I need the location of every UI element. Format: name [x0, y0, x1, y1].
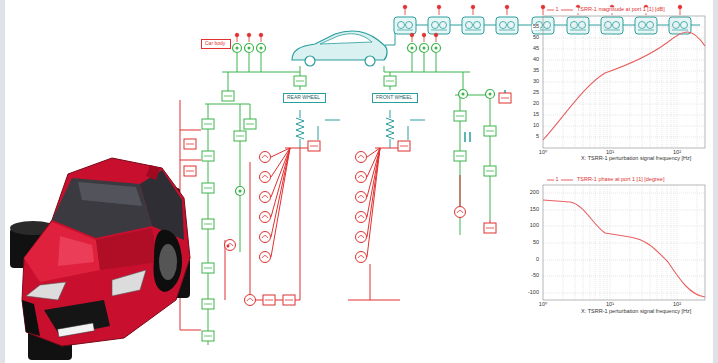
tick-label: -50 [530, 274, 540, 280]
tick-label: 0 [535, 257, 540, 263]
tick-label: 15 [532, 112, 540, 118]
node-text: REAR WHEEL [287, 95, 322, 101]
tick-label: 50 [532, 240, 540, 246]
tick-label: 40 [532, 57, 540, 63]
axis-label: X: TSRR-1 perturbation signal frequency … [580, 309, 692, 315]
tick-label: 50 [532, 35, 540, 41]
node-text: Car body [205, 41, 227, 47]
tick-label: 10⁰ [538, 150, 548, 156]
tick-label: 10 [532, 123, 540, 129]
tick-label: 30 [532, 79, 540, 85]
chart-title: TSRR-1 phase at port 1 [1] [degree] [576, 177, 665, 183]
tick-label: 150 [529, 207, 540, 213]
legend-number: 1 [554, 177, 559, 183]
wheel-block: FRONT WHEEL [372, 93, 418, 103]
tick-label: 10⁰ [538, 302, 548, 308]
tick-label: 10¹ [605, 150, 615, 156]
axis-label: X: TSRR-1 perturbation signal frequency … [580, 156, 692, 162]
tick-label: 5 [535, 134, 540, 140]
tick-label: 20 [532, 101, 540, 107]
tick-label: 10² [672, 150, 682, 156]
tick-label: 45 [532, 46, 540, 52]
tick-label: -100 [527, 290, 540, 296]
chart-title: TSRR-1 magnitude at port 1 [1] [dB] [576, 7, 666, 13]
tick-label: 10¹ [605, 302, 615, 308]
wheel-block: REAR WHEEL [283, 93, 326, 103]
tick-label: 10² [672, 302, 682, 308]
node-text: FRONT WHEEL [376, 95, 414, 101]
legend-number: 1 [554, 7, 559, 13]
tick-label: 25 [532, 90, 540, 96]
tick-label: 100 [529, 224, 540, 230]
tick-label: 55 [532, 24, 540, 30]
label-box: Car body [201, 39, 231, 49]
tick-label: 35 [532, 68, 540, 74]
tick-label: 200 [529, 190, 540, 196]
